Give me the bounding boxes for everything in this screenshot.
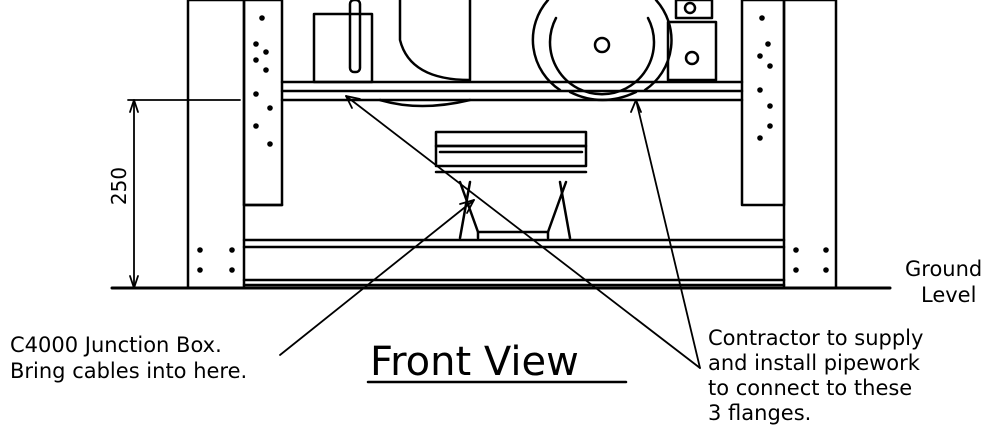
junction-box-assembly xyxy=(434,130,588,240)
left-frame-column xyxy=(186,0,284,290)
view-title: Front View xyxy=(370,339,579,385)
junction-box-label-line2: Bring cables into here. xyxy=(10,359,247,383)
contractor-label-line4: 3 flanges. xyxy=(708,401,811,425)
dimension-250 xyxy=(127,99,241,289)
contractor-label-line3: to connect to these xyxy=(708,376,912,400)
junction-box-label-line1: C4000 Junction Box. xyxy=(10,333,222,357)
contractor-label-line1: Contractor to supply xyxy=(708,326,923,350)
right-block xyxy=(666,0,718,82)
leader-contractor xyxy=(345,95,701,369)
right-frame-column xyxy=(740,0,838,290)
ground-level-label-line1: Ground xyxy=(905,257,982,281)
upper-tank xyxy=(312,0,472,108)
dimension-label: 250 xyxy=(107,167,131,205)
base-rail xyxy=(242,238,786,287)
ground-level-label-line2: Level xyxy=(921,283,976,307)
bolt-holes xyxy=(197,15,829,273)
contractor-label-line2: and install pipework xyxy=(708,351,921,375)
pump-motor xyxy=(531,0,673,102)
leader-junction-box xyxy=(279,199,475,356)
